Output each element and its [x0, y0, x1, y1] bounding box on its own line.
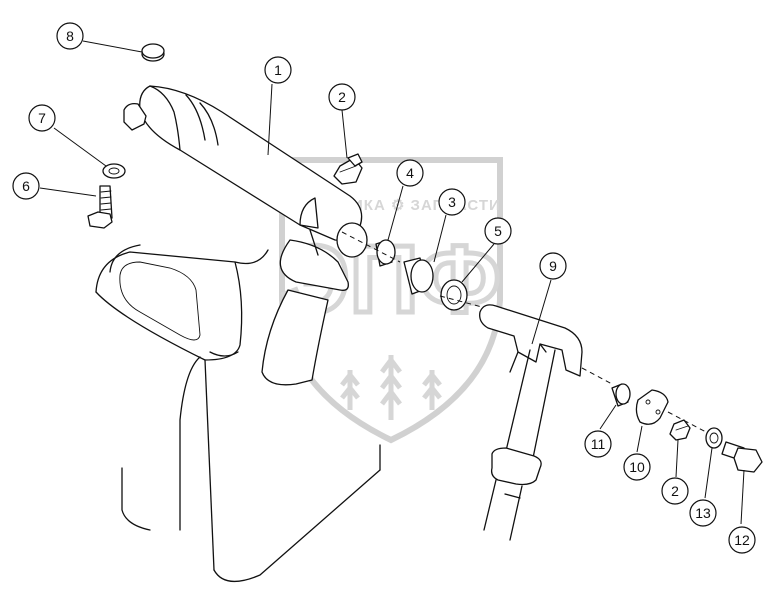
callout-2-top-label: 2: [338, 89, 346, 105]
callout-8: 8: [56, 22, 84, 50]
callout-3-label: 3: [448, 194, 456, 210]
bush-3: [403, 257, 434, 295]
callout-13-label: 13: [695, 505, 711, 521]
filler-pipe: [139, 85, 368, 386]
axis-line-4: [667, 411, 707, 433]
callout-1-label: 1: [274, 62, 282, 78]
axis-line-2: [439, 295, 487, 309]
pipe-bracket: [123, 102, 147, 131]
callout-2-bottom-label: 2: [671, 483, 679, 499]
callout-4: 4: [396, 159, 424, 187]
callout-11-label: 11: [591, 436, 606, 452]
callout-4-label: 4: [406, 165, 414, 181]
fitting-2-bottom: [669, 419, 691, 441]
callout-10-label: 10: [629, 459, 645, 475]
callout-12-label: 12: [734, 532, 750, 548]
callout-1: 1: [264, 56, 292, 84]
callout-2-top: 2: [328, 83, 356, 111]
callout-10: 10: [623, 453, 651, 481]
axis-line-3: [581, 367, 613, 385]
bush-4: [375, 239, 396, 267]
washer-13: [705, 427, 723, 449]
bush-11: [611, 383, 631, 407]
callout-8-label: 8: [66, 28, 74, 44]
fitting-2-top: [333, 153, 363, 185]
callout-12: 12: [728, 526, 756, 554]
wheat-icon: [340, 355, 442, 420]
callout-3: 3: [438, 188, 466, 216]
callout-7-label: 7: [38, 110, 46, 126]
cap-washer: [141, 43, 165, 62]
callout-13: 13: [689, 499, 717, 527]
callout-9: 9: [539, 252, 567, 280]
callout-5-label: 5: [494, 223, 502, 239]
fuel-tank: [95, 244, 381, 582]
leader-lines: [39, 40, 745, 525]
callout-5: 5: [484, 217, 512, 245]
bolt-12: [721, 441, 763, 473]
callout-11: 11: [584, 430, 612, 458]
lever-arm-9: [479, 304, 583, 541]
callout-6: 6: [12, 172, 40, 200]
callout-9-label: 9: [549, 258, 557, 274]
axis-line-1: [341, 231, 401, 263]
callout-6-label: 6: [22, 178, 30, 194]
washer-5: [440, 279, 468, 311]
callout-2-bottom: 2: [661, 477, 689, 505]
callout-7: 7: [28, 104, 56, 132]
washer-7: [102, 163, 126, 179]
bolt-6: [87, 185, 113, 229]
plate-10: [635, 389, 669, 425]
